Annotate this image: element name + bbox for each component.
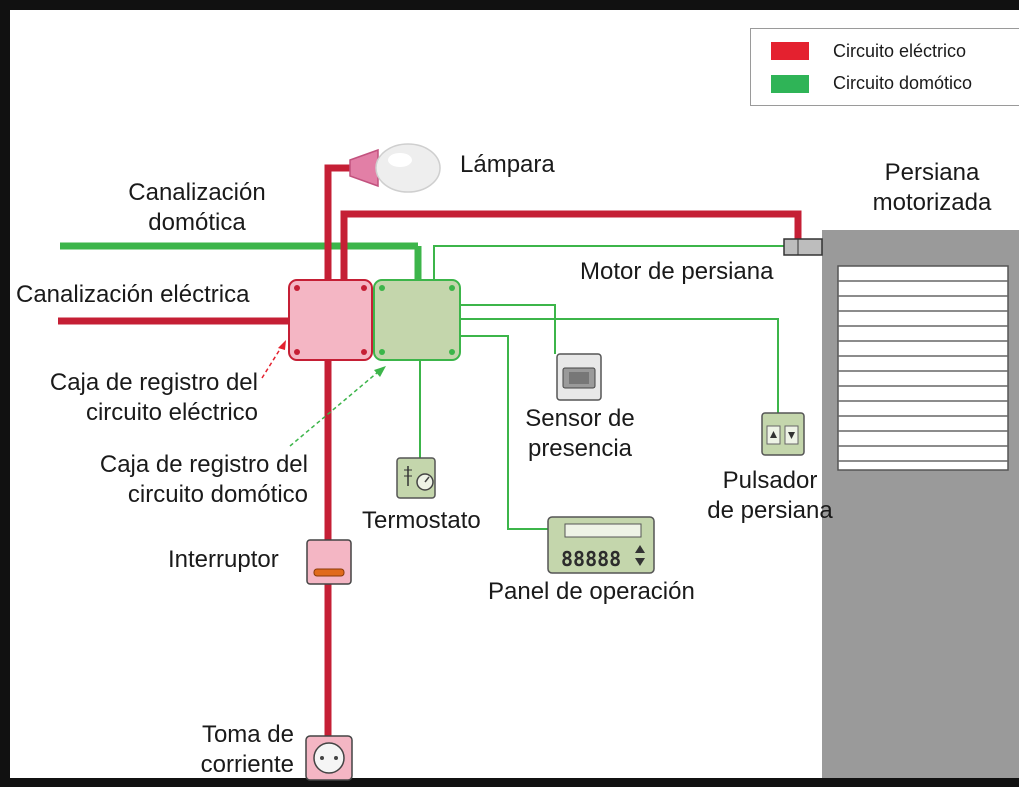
label-pulsador-line2: de persiana (707, 497, 833, 524)
label-caja-electrico-line2: circuito eléctrico (85, 399, 258, 426)
label-persiana-line2: motorizada (872, 189, 992, 216)
label-canal-domotica-line2: domótica (148, 209, 246, 236)
light-bulb-icon (349, 143, 441, 193)
label-panel-operacion: Panel de operación (488, 578, 695, 605)
label-toma-line1: Toma de (201, 721, 294, 748)
label-pulsador-persiana: Pulsador de persiana (690, 466, 850, 526)
svg-text:88888: 88888 (561, 547, 621, 571)
motor-icon (783, 238, 823, 256)
label-sensor-presencia: Sensor de presencia (505, 404, 655, 464)
legend-label-electric: Circuito eléctrico (833, 41, 967, 61)
legend: Circuito eléctrico Circuito domótico (750, 28, 1019, 106)
label-caja-electrico: Caja de registro del circuito eléctrico (8, 368, 258, 428)
label-caja-domotico: Caja de registro del circuito domótico (52, 450, 308, 510)
legend-swatch-electric (771, 42, 809, 60)
legend-label-domotic: Circuito domótico (833, 73, 973, 93)
electric-box-pointer-arrow (261, 340, 286, 379)
label-motor-persiana: Motor de persiana (580, 258, 774, 285)
label-interruptor: Interruptor (168, 546, 279, 573)
domotic-wiring (60, 242, 790, 530)
domotic-box-pointer-arrow (289, 366, 386, 447)
switch-icon (306, 539, 352, 585)
label-canal-domotica-line1: Canalización (128, 179, 266, 206)
roller-shutter-icon (822, 230, 1019, 778)
electric-junction-box (288, 279, 373, 361)
socket-icon (305, 735, 353, 781)
presence-sensor-icon (556, 353, 602, 401)
label-sensor-line1: Sensor de (525, 405, 635, 432)
label-canalizacion-domotica: Canalización domótica (92, 178, 302, 238)
label-lampara: Lámpara (460, 151, 555, 178)
label-toma-line2: corriente (200, 751, 294, 778)
legend-swatch-domotic (771, 75, 809, 93)
label-toma-corriente: Toma de corriente (150, 720, 294, 780)
label-caja-domotico-line2: circuito domótico (127, 481, 308, 508)
control-panel-icon: 88888 (547, 516, 655, 574)
label-canalizacion-electrica: Canalización eléctrica (16, 281, 250, 308)
label-caja-electrico-line1: Caja de registro del (49, 369, 258, 396)
label-sensor-line2: presencia (527, 435, 633, 462)
label-pulsador-line1: Pulsador (722, 467, 818, 494)
label-caja-domotico-line1: Caja de registro del (99, 451, 308, 478)
label-persiana-motorizada: Persiana motorizada (852, 158, 1012, 218)
domotic-junction-box (373, 279, 461, 361)
electric-wiring (58, 164, 802, 736)
blind-button-icon (761, 412, 805, 456)
label-persiana-line1: Persiana (884, 159, 980, 186)
label-termostato: Termostato (362, 507, 481, 534)
thermostat-icon (396, 457, 436, 499)
